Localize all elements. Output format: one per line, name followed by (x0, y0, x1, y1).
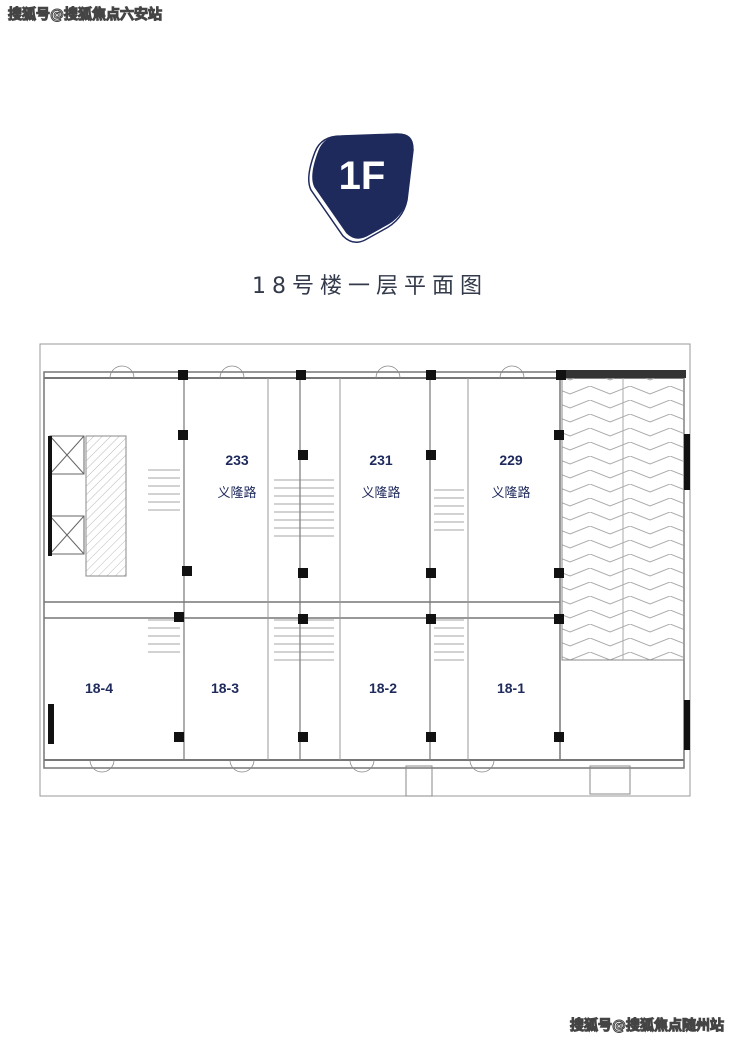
floor-badge-text: 1F (338, 154, 386, 198)
unit-229-number: 229 (499, 452, 523, 468)
unit-231-number: 231 (369, 452, 393, 468)
watermark-top: 搜狐号@搜狐焦点六安站 (8, 7, 163, 24)
unit-233-number: 233 (225, 452, 249, 468)
unit-233-street: 义隆路 (217, 486, 257, 501)
badge-shape-icon (308, 130, 417, 243)
floor-plan-drawing (39, 343, 691, 797)
unit-18-4-label: 18-4 (84, 680, 114, 696)
unit-18-3-label: 18-3 (210, 680, 240, 696)
unit-18-2-label: 18-2 (368, 680, 398, 696)
unit-18-1-label: 18-1 (496, 680, 526, 696)
floor-plan: 233 义隆路 231 义隆路 229 义隆路 18-4 18-3 18-2 1… (30, 330, 710, 810)
plan-title: 18号楼一层平面图 (252, 274, 488, 299)
unit-229-street: 义隆路 (491, 486, 531, 501)
floor-badge: 1F (303, 128, 421, 244)
unit-231-street: 义隆路 (361, 486, 401, 501)
watermark-bottom: 搜狐号@搜狐焦点随州站 (570, 1018, 725, 1035)
